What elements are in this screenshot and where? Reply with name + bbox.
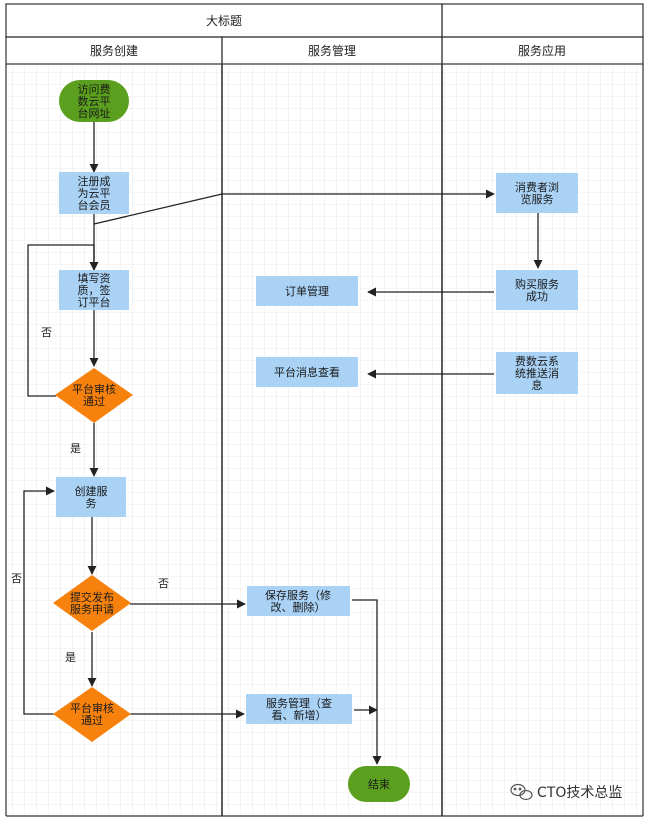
order-mgmt-label-line: 订单管理 — [285, 284, 329, 298]
push-msg-node-label: 费数云系统推送消息 — [515, 355, 559, 392]
register-label-line: 台会员 — [78, 198, 111, 212]
edge-review2-no — [23, 486, 55, 715]
edge-label-submit-no: 否 — [158, 577, 169, 590]
review1-decision-label: 平台审核通过 — [72, 382, 116, 408]
msg-view-label-line: 平台消息查看 — [274, 365, 340, 379]
push-msg-node — [496, 352, 578, 394]
manage-service-node-label: 服务管理（查看、新增） — [266, 696, 332, 722]
submit-decision — [53, 575, 131, 631]
start-label-line: 台网址 — [78, 106, 111, 120]
review2-decision — [53, 687, 131, 742]
edge-label-submit-yes: 是 — [65, 651, 76, 664]
start-label-line: 数云平 — [78, 95, 111, 108]
swimlane-table — [5, 3, 644, 817]
review1-decision — [55, 368, 133, 423]
submit-label-line: 提交发布 — [70, 590, 114, 604]
save-service-node — [247, 586, 350, 616]
save-service-label-line: 改、删除） — [271, 600, 326, 614]
edge-label-review1-yes: 是 — [70, 442, 81, 455]
review2-label-line: 通过 — [81, 714, 103, 727]
end-node-label: 结束 — [368, 778, 390, 791]
diagram-title: 大标题 — [206, 14, 242, 28]
edges — [23, 122, 543, 765]
save-service-label-line: 保存服务（修 — [265, 588, 331, 602]
nodes: 访问费数云平台网址 注册成为云平台会员 填写资质，签订平台 平台审核通过 创建服… — [53, 80, 578, 802]
buy-label-line: 购买服务 — [515, 277, 559, 291]
watermark: CTO技术总监 — [510, 783, 622, 801]
lane-header-service-create: 服务创建 — [90, 43, 138, 58]
register-label-line: 注册成 — [78, 174, 111, 188]
browse-node-label: 消费者浏览服务 — [515, 180, 559, 206]
create-service-label-line: 创建服 — [75, 484, 108, 498]
order-mgmt-node — [256, 276, 358, 306]
browse-node — [496, 173, 578, 213]
create-service-label-line: 务 — [86, 497, 97, 510]
create-service-node — [56, 477, 126, 517]
edge-register-browse — [93, 189, 495, 225]
review2-decision-label: 平台审核通过 — [70, 701, 114, 727]
wechat-icon — [510, 783, 533, 801]
browse-label-line: 消费者浏 — [515, 180, 559, 194]
fill-info-label-line: 质，签 — [78, 283, 111, 297]
review1-label-line: 通过 — [83, 395, 105, 408]
lane-header-service-manage: 服务管理 — [308, 43, 356, 58]
manage-service-label-line: 看、新增） — [272, 708, 327, 722]
end-node — [348, 766, 410, 802]
start-node-label: 访问费数云平台网址 — [78, 83, 111, 120]
buy-node — [496, 270, 578, 310]
lane-header-service-app: 服务应用 — [518, 43, 566, 58]
edge-review1-no — [27, 244, 99, 397]
end-label-line: 结束 — [368, 778, 390, 791]
start-node — [59, 80, 129, 122]
review2-label-line: 平台审核 — [70, 701, 114, 715]
fill-info-label-line: 订平台 — [78, 295, 111, 309]
msg-view-node-label: 平台消息查看 — [274, 365, 340, 379]
fill-info-label-line: 填写资 — [78, 271, 111, 285]
review1-label-line: 平台审核 — [72, 382, 116, 396]
order-mgmt-node-label: 订单管理 — [285, 284, 329, 298]
create-service-node-label: 创建服务 — [75, 484, 108, 510]
edge-label-review1-no: 否 — [41, 326, 52, 339]
push-msg-label-line: 统推送消 — [515, 366, 559, 380]
watermark-text: CTO技术总监 — [537, 785, 622, 801]
fill-info-node — [59, 270, 129, 310]
manage-service-label-line: 服务管理（查 — [266, 696, 332, 710]
fill-info-node-label: 填写资质，签订平台 — [78, 271, 111, 309]
save-service-node-label: 保存服务（修改、删除） — [265, 588, 331, 614]
register-node-label: 注册成为云平台会员 — [78, 174, 111, 212]
browse-label-line: 览服务 — [521, 192, 554, 206]
submit-label-line: 服务申请 — [70, 603, 114, 616]
msg-view-node — [256, 357, 358, 387]
register-node — [59, 172, 129, 214]
edge-label-review2-no: 否 — [11, 572, 22, 585]
start-label-line: 访问费 — [78, 83, 111, 96]
buy-node-label: 购买服务成功 — [515, 277, 559, 303]
buy-label-line: 成功 — [526, 290, 548, 303]
submit-decision-label: 提交发布服务申请 — [70, 590, 114, 616]
push-msg-label-line: 费数云系 — [515, 355, 559, 368]
manage-service-node — [246, 694, 352, 724]
push-msg-label-line: 息 — [532, 378, 543, 392]
register-label-line: 为云平 — [78, 187, 111, 200]
